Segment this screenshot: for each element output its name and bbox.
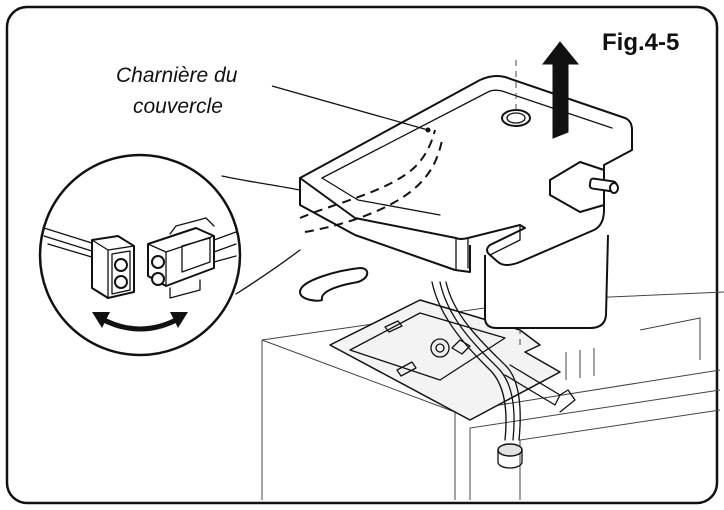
- callout-label-line2: couvercle: [133, 95, 223, 118]
- diagram-frame: [5, 5, 719, 505]
- hidden-cable-dashes: [299, 129, 443, 233]
- callout-label-line1: Charnière du: [116, 64, 238, 87]
- connector-socket-icon: [147, 217, 237, 299]
- figure-label: Fig.4-5: [602, 29, 679, 56]
- lift-up-arrow-icon: [541, 41, 580, 139]
- connector-plug-icon: [91, 235, 135, 299]
- hinge-cover: [299, 60, 633, 348]
- callout-dot: [425, 127, 431, 133]
- hinge-cable: [431, 281, 523, 469]
- callout-leader: [271, 85, 429, 131]
- hinge-bracket: [329, 299, 576, 421]
- rotate-double-arrow-icon: [92, 312, 188, 332]
- detail-magnifier: [38, 153, 301, 357]
- cable-loop: [299, 267, 369, 302]
